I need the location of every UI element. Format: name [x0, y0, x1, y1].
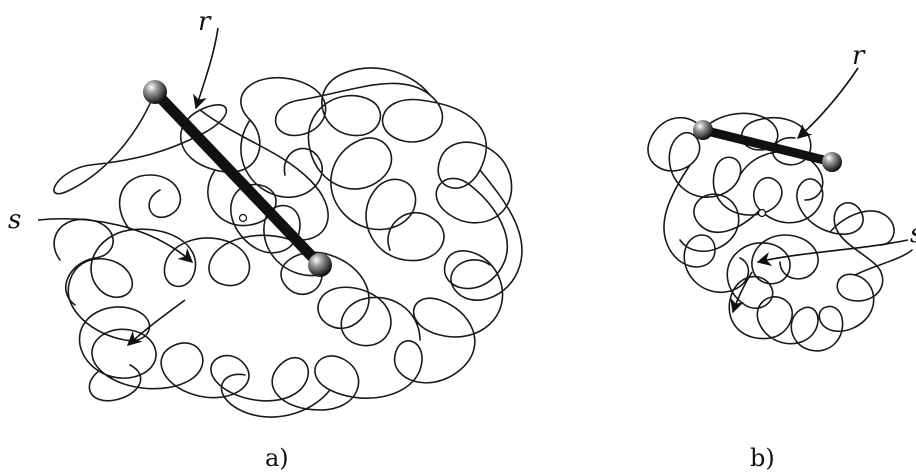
- s-label-b: s: [910, 219, 916, 249]
- s-label-a: s: [8, 205, 21, 235]
- contour-direction-arrow-a: [128, 300, 185, 345]
- polymer-chain-a: [54, 68, 522, 417]
- r-pointer-arrow-b: [798, 68, 858, 138]
- center-marker-a: [240, 215, 247, 222]
- chain-end-ball-a1: [143, 80, 167, 104]
- caption-a: a): [265, 444, 289, 472]
- center-marker-b: [759, 210, 766, 217]
- r-label-a: r: [198, 7, 212, 37]
- r-pointer-arrow-a: [196, 28, 218, 108]
- contour-direction-arrow-b: [733, 272, 752, 312]
- s-contour-line-b: [758, 240, 908, 262]
- panel-b: r s b): [648, 41, 916, 472]
- chain-end-ball-a2: [308, 253, 332, 277]
- r-label-b: r: [852, 41, 866, 71]
- chain-end-ball-b2: [822, 152, 842, 172]
- end-to-end-rod-b: [703, 130, 832, 162]
- caption-b: b): [750, 444, 775, 472]
- chain-end-ball-b1: [693, 120, 713, 140]
- panel-a: r s a): [8, 7, 522, 472]
